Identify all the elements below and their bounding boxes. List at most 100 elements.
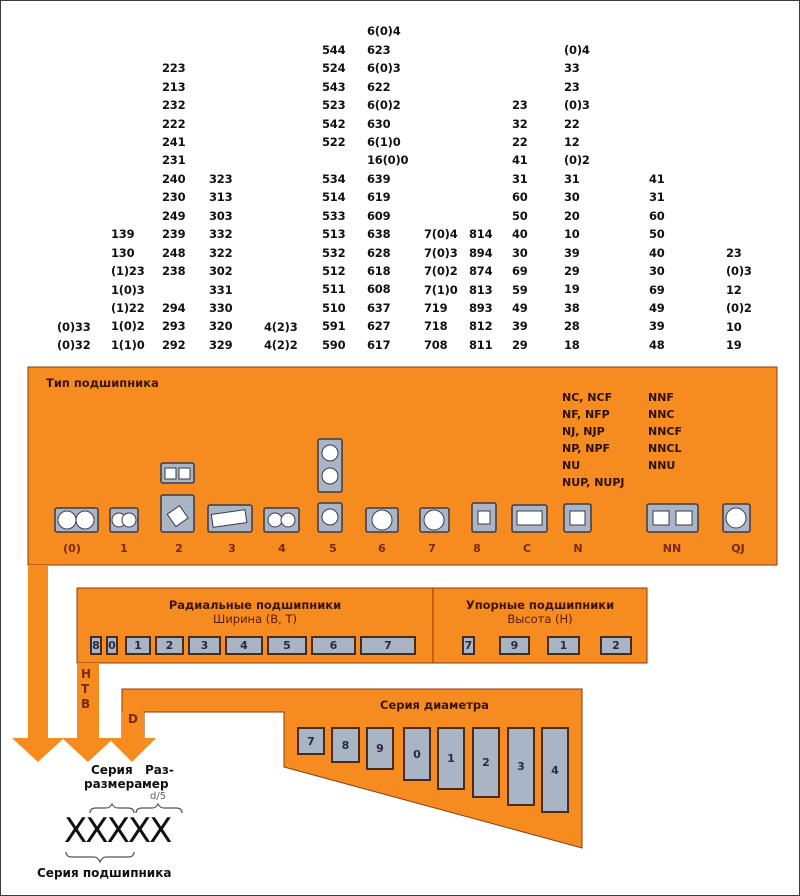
arrow-diameter (108, 738, 156, 762)
series-code: 248 (162, 245, 186, 260)
series-code: 230 (162, 190, 186, 205)
series-code: 29 (512, 337, 528, 352)
diameter-series-box: 8 (331, 727, 360, 763)
series-code: 39 (564, 245, 580, 260)
series-code: 6(0)2 (367, 98, 401, 113)
type-label: 2 (175, 542, 183, 555)
bearing-icon-type-8 (471, 502, 497, 533)
series-code: 513 (322, 227, 346, 242)
series-code: (0)2 (726, 301, 752, 316)
arrow-label-h: H (81, 667, 92, 681)
series-column-000: (0)33(0)32 (57, 318, 91, 355)
type-label: C (522, 542, 532, 555)
series-code: 894 (469, 245, 493, 260)
diameter-series-box: 4 (541, 727, 569, 813)
diameter-series-box: 9 (366, 727, 394, 770)
bearing-icon-type-n (563, 503, 592, 533)
series-code: 69 (512, 264, 528, 279)
series-code: 130 (111, 245, 135, 260)
series-code: 543 (322, 79, 346, 94)
series-code: 7(0)2 (424, 264, 458, 279)
bearing-icon-type-5-upper (317, 438, 343, 493)
series-code: 139 (111, 227, 135, 242)
series-code: 623 (367, 42, 391, 57)
radial-subtitle: Ширина (B, T) (213, 612, 297, 626)
series-code: 59 (512, 282, 528, 297)
series-code: 619 (367, 190, 391, 205)
width-series-box: 7 (360, 636, 416, 655)
series-code: 49 (649, 301, 665, 315)
series-code: (1)22 (111, 301, 145, 316)
series-code: 223 (162, 61, 186, 76)
n-variant: NF, NFP (562, 408, 610, 421)
arrow-width (62, 663, 114, 762)
type-label: (0) (63, 542, 81, 555)
nn-variant: NNC (648, 408, 675, 421)
arrow-label-b: B (81, 697, 91, 711)
series-code: 39 (649, 319, 665, 334)
series-code: (0)32 (57, 337, 91, 352)
series-code: 23 (512, 98, 528, 113)
series-code: 38 (564, 300, 580, 315)
diameter-series-box: 1 (437, 727, 465, 790)
legend-size-series-1: Серия (91, 763, 133, 777)
series-code: 19 (564, 282, 580, 297)
width-series-box: 3 (188, 636, 221, 655)
series-code: 534 (322, 171, 346, 186)
arrow-label-t: T (81, 682, 90, 696)
type-label: 5 (329, 542, 337, 555)
diameter-series-box: 0 (403, 727, 431, 781)
series-code: 512 (322, 264, 346, 279)
width-series-box: 4 (225, 636, 263, 655)
series-code: (1)23 (111, 264, 145, 279)
series-code: 30 (512, 245, 528, 260)
series-code: 23 (564, 79, 580, 94)
type-label: 3 (228, 542, 236, 555)
bearing-icon-type-c (511, 504, 548, 533)
series-code: 240 (162, 171, 186, 186)
n-variant: NC, NCF (562, 391, 613, 404)
series-code: 523 (322, 98, 346, 113)
nn-variant: NNCL (648, 442, 682, 455)
series-code: 222 (162, 116, 186, 131)
series-code: 303 (209, 208, 233, 223)
series-code: 718 (424, 319, 448, 334)
type-label: 8 (473, 542, 481, 555)
n-variant: NP, NPF (562, 442, 611, 455)
series-code: 609 (367, 208, 391, 223)
series-code: 628 (367, 245, 391, 260)
series-code: 330 (209, 301, 233, 315)
series-code: 814 (469, 227, 493, 242)
series-code: 7(0)4 (424, 227, 458, 242)
width-series-box: 0 (106, 636, 118, 655)
legend-size-series-2: размера (84, 777, 143, 791)
series-code: 7(1)0 (424, 282, 458, 297)
series-code: 637 (367, 300, 391, 315)
series-code: (0)4 (564, 42, 590, 57)
width-series-box: 5 (267, 636, 307, 655)
series-code: 639 (367, 171, 391, 186)
series-code: 323 (209, 171, 233, 186)
bearing-icon-type-1 (109, 507, 139, 533)
series-code: 20 (564, 208, 580, 223)
series-code: 893 (469, 301, 493, 316)
series-code: 6(1)0 (367, 134, 401, 149)
height-series-box: 2 (600, 636, 632, 655)
series-code: 1(0)2 (111, 319, 145, 334)
height-series-box: 9 (499, 636, 530, 655)
n-variant: NU (562, 459, 581, 472)
series-code: 524 (322, 61, 346, 76)
series-code: 617 (367, 337, 391, 352)
width-series-box: 2 (155, 636, 184, 655)
series-code: 1(1)0 (111, 337, 145, 352)
series-code: 522 (322, 134, 346, 149)
series-code: 41 (512, 153, 528, 168)
series-code: 231 (162, 153, 186, 168)
series-code: 542 (322, 116, 346, 131)
series-code: 510 (322, 300, 346, 315)
series-code: 50 (512, 208, 528, 223)
series-code: 213 (162, 79, 186, 94)
